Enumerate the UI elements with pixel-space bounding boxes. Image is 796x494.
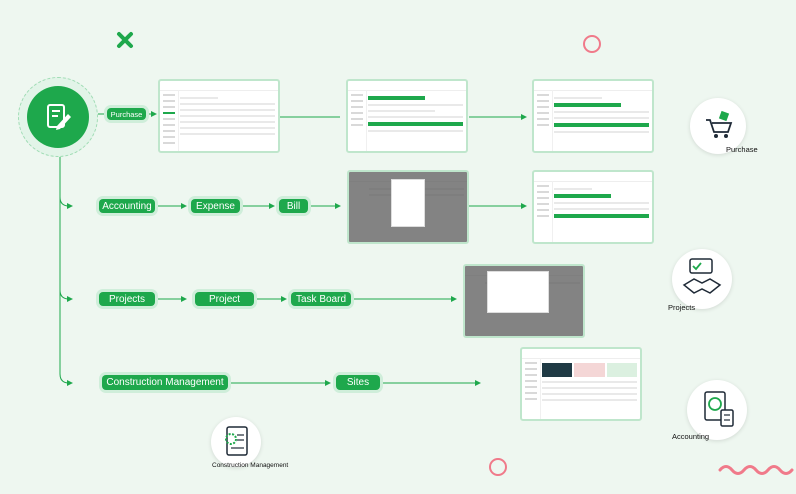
- accounting-badge-label: Accounting: [672, 432, 710, 441]
- shopping-cart-icon: [706, 110, 733, 138]
- bill-detail-screenshot: [532, 170, 654, 244]
- node-project[interactable]: Project: [195, 292, 254, 306]
- purchase-detail-screenshot: [346, 79, 468, 153]
- construction-badge-label: Construction Management: [212, 462, 289, 469]
- node-accounting[interactable]: Accounting: [99, 199, 155, 213]
- edit-document-icon: [47, 104, 71, 130]
- ring-deco-top: [583, 35, 601, 53]
- sites-dashboard-screenshot: [520, 347, 642, 421]
- purchase-list-screenshot: [158, 79, 280, 153]
- task-board-screenshot: [463, 264, 585, 338]
- node-projects[interactable]: Projects: [99, 292, 155, 306]
- hub-circle: [27, 86, 89, 148]
- projects-badge-label: Projects: [668, 303, 696, 312]
- construction-badge: [211, 417, 261, 467]
- accounting-badge: [687, 380, 747, 440]
- node-construction-management[interactable]: Construction Management: [102, 375, 228, 390]
- projects-badge: [672, 249, 732, 309]
- calculator-icon: [704, 391, 734, 427]
- node-sites[interactable]: Sites: [336, 375, 380, 390]
- node-expense[interactable]: Expense: [191, 199, 240, 213]
- ring-deco-bottom: [489, 458, 507, 476]
- node-task-board[interactable]: Task Board: [291, 292, 351, 306]
- purchase-badge: [690, 98, 746, 154]
- node-purchase[interactable]: Purchase: [107, 108, 146, 120]
- clipboard-gear-icon: [225, 426, 248, 456]
- wave-deco-icon: [718, 465, 794, 475]
- purchase-badge-label: Purchase: [726, 145, 758, 154]
- expense-modal-screenshot: [347, 170, 469, 244]
- handshake-icon: [682, 258, 722, 294]
- purchase-view-screenshot: [532, 79, 654, 153]
- x-deco-icon: [117, 32, 133, 48]
- node-bill[interactable]: Bill: [279, 199, 308, 213]
